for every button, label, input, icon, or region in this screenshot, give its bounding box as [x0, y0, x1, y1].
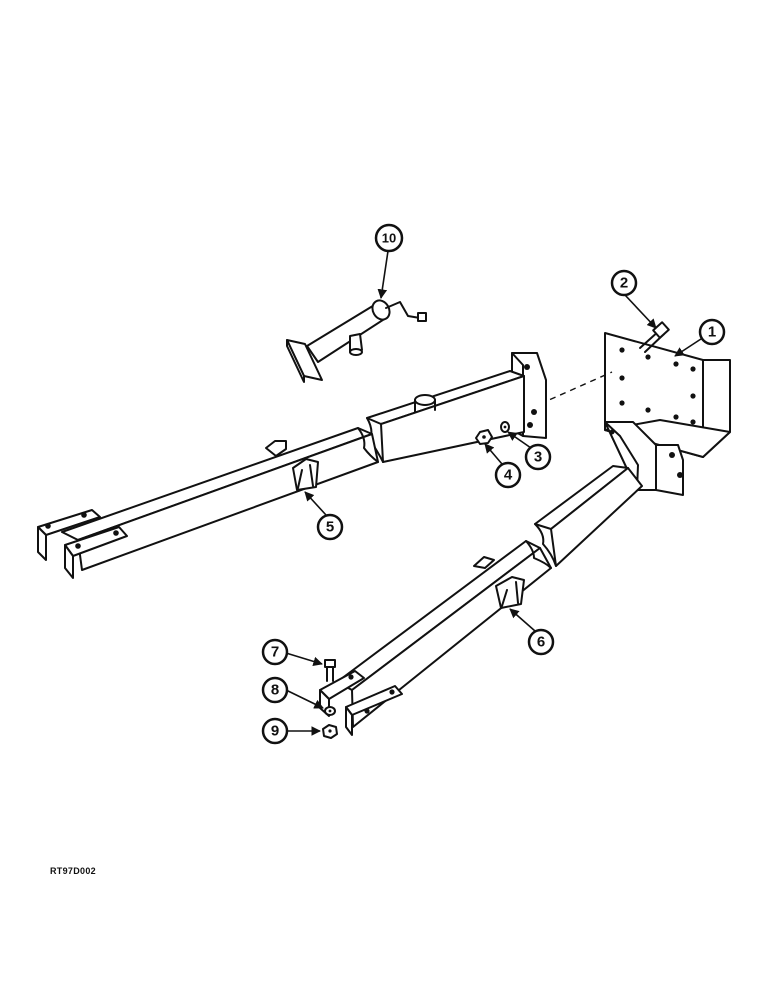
callout-10-label: 10 [382, 231, 396, 246]
callout-2: 2 [610, 269, 638, 297]
callout-3: 3 [524, 443, 552, 471]
callout-8-label: 8 [271, 682, 279, 699]
callout-6-label: 6 [537, 634, 545, 651]
frame-rail-6 [319, 421, 684, 736]
callout-1-label: 1 [708, 324, 716, 341]
nut-9 [322, 724, 338, 739]
nut-4 [475, 429, 493, 445]
washer-3 [500, 421, 510, 433]
callout-10: 10 [374, 223, 404, 253]
figure-code: RT97D002 [50, 866, 96, 876]
alignment-line [539, 371, 613, 405]
callout-7: 7 [261, 638, 289, 666]
callout-5: 5 [316, 513, 344, 541]
bolt-2 [639, 321, 670, 353]
callout-2-label: 2 [620, 275, 628, 292]
jack-10 [286, 299, 427, 383]
leader-lines [285, 250, 705, 736]
callout-9-label: 9 [271, 723, 279, 740]
callout-9: 9 [261, 717, 289, 745]
callout-3-label: 3 [534, 449, 542, 466]
callout-6: 6 [527, 628, 555, 656]
frame-rail-5 [37, 352, 547, 579]
callout-5-label: 5 [326, 519, 334, 536]
callout-4: 4 [494, 461, 522, 489]
callout-4-label: 4 [504, 467, 513, 484]
callout-8: 8 [261, 676, 289, 704]
callout-7-label: 7 [271, 644, 279, 661]
bolt-7 [324, 659, 336, 682]
callout-1: 1 [698, 318, 726, 346]
washer-8 [324, 706, 336, 716]
